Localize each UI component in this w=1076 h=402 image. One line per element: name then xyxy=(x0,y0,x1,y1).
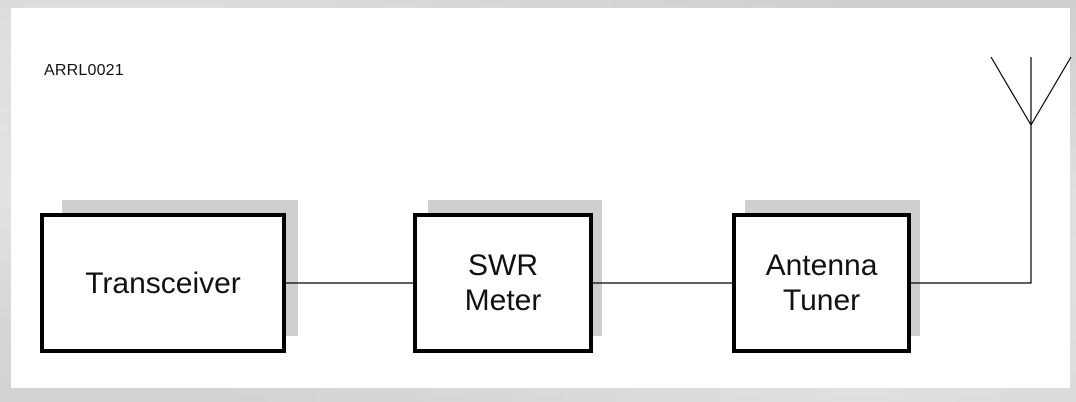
transceiver-block: Transceiver xyxy=(40,213,286,353)
wire-tuner-antenna xyxy=(911,125,1032,284)
diagram-id-label: ARRL0021 xyxy=(44,62,124,79)
swr-meter-label: SWR Meter xyxy=(464,249,542,317)
antenna-tuner-block: Antenna Tuner xyxy=(732,213,911,353)
swr-meter-block: SWR Meter xyxy=(413,213,593,353)
transceiver-label: Transceiver xyxy=(85,266,241,300)
antenna-tuner-label: Antenna Tuner xyxy=(765,249,878,317)
antenna-icon xyxy=(990,56,1072,126)
